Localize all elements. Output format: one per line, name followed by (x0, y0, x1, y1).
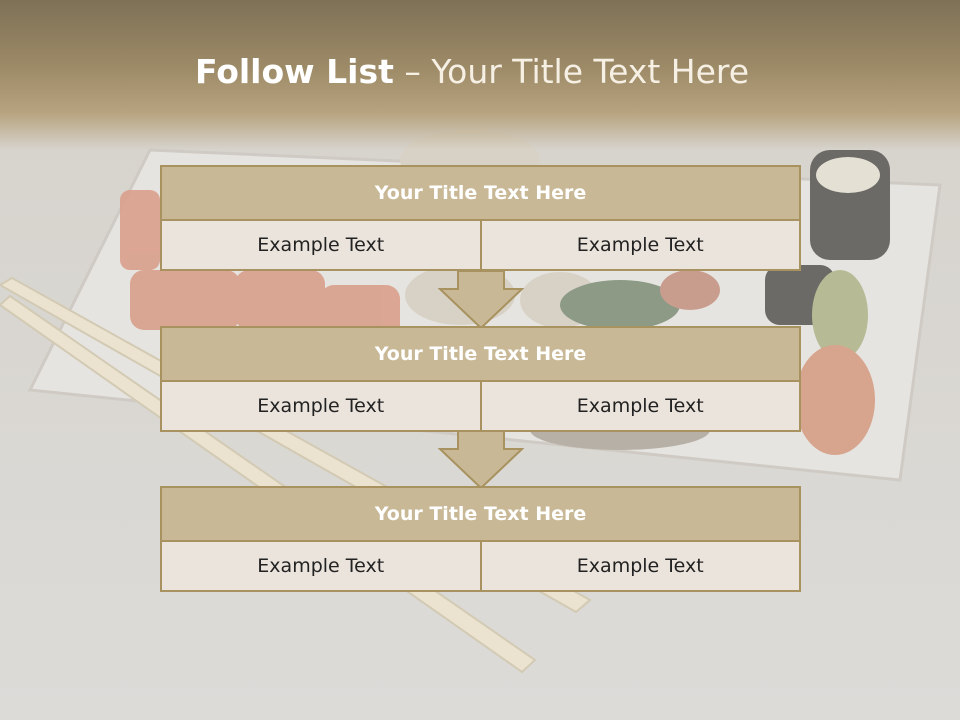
step-row: Example Text Example Text (160, 542, 801, 592)
title-rest: – Your Title Text Here (393, 52, 750, 91)
step-block-1: Your Title Text Here Example Text Exampl… (160, 165, 801, 271)
step-cell-left: Example Text (160, 221, 482, 271)
step-cell-right: Example Text (481, 542, 801, 592)
step-block-2: Your Title Text Here Example Text Exampl… (160, 326, 801, 432)
step-cell-left: Example Text (160, 382, 482, 432)
step-cell-right: Example Text (481, 382, 801, 432)
slide-title: Follow List – Your Title Text Here (0, 52, 944, 91)
step-title: Your Title Text Here (160, 165, 801, 221)
step-row: Example Text Example Text (160, 221, 801, 271)
header-band (0, 0, 960, 150)
step-title: Your Title Text Here (160, 486, 801, 542)
down-arrow-icon (438, 431, 524, 490)
step-cell-right: Example Text (481, 221, 801, 271)
down-arrow-icon (438, 271, 524, 330)
step-cell-left: Example Text (160, 542, 482, 592)
step-row: Example Text Example Text (160, 382, 801, 432)
title-bold: Follow List (194, 52, 394, 91)
step-block-3: Your Title Text Here Example Text Exampl… (160, 486, 801, 592)
step-title: Your Title Text Here (160, 326, 801, 382)
